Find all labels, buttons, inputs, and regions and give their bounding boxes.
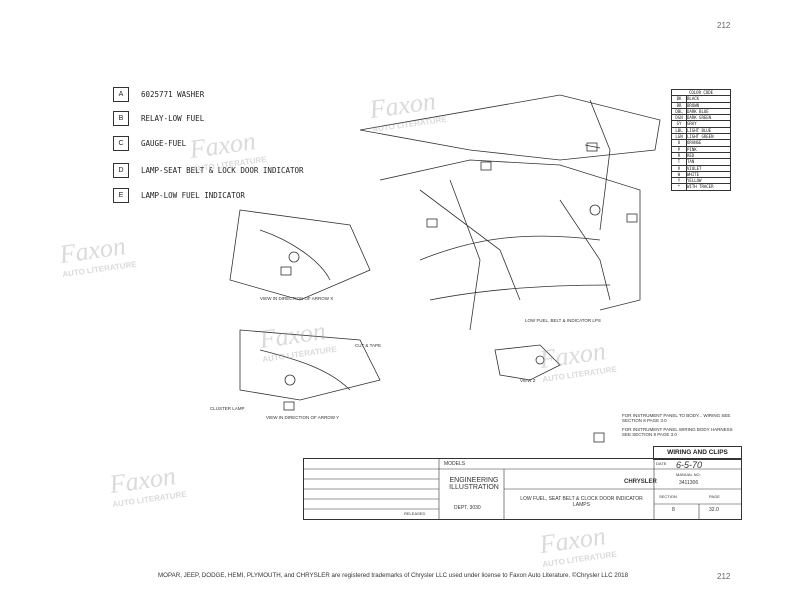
color-name: BROWN [687,102,700,108]
color-name: TAN [687,159,695,165]
legend-label: LAMP-SEAT BELT & LOCK DOOR INDICATOR [141,166,304,175]
section-label: SECTION [659,494,677,499]
engineering-illustration: ENGINEERING ILLUSTRATION [449,477,499,491]
color-name: DARK GREEN [687,115,712,121]
date: 6-5-70 [676,460,703,470]
dept: DEPT. 3030 [454,505,481,511]
color-name: BLACK [687,96,700,102]
color-name: DARK BLUE [687,108,709,114]
color-abbrev: DGN [672,115,687,121]
title-block-grid [304,459,741,519]
legend-key: A [113,87,129,102]
view-x-caption: VIEW IN DIRECTION OF ARROW X [260,296,334,301]
note-1: FOR INSTRUMENT PANEL TO BODY... WIRING S… [622,413,731,423]
color-abbrev: T [672,159,687,165]
trademark-footer: MOPAR, JEEP, DODGE, HEMI, PLYMOUTH, and … [158,572,629,579]
view-y-caption: VIEW IN DIRECTION OF ARROW Y [266,415,340,420]
color-name: VIOLET [687,165,702,171]
legend-key: C [113,136,129,151]
description: LOW FUEL, SEAT BELT & CLOCK DOOR INDICAT… [520,496,643,508]
color-abbrev: V [672,165,687,171]
color-code-title: COLOR CODE [688,90,714,95]
legend-label: 6025771 WASHER [141,90,205,99]
low-fuel-label: LOW FUEL, BELT & INDICATOR LPS [525,318,601,323]
section-number: 8 [672,507,675,513]
color-code-row: *WITH TRACER [672,183,730,190]
company-logo: CHRYSLER [624,479,657,485]
color-name: WITH TRACER [687,184,714,190]
color-name: LIGHT BLUE [687,127,712,133]
color-name: PINK [687,146,697,152]
date-label: DATE [656,461,667,466]
color-abbrev: LBL [672,127,687,134]
view-z-caption: VIEW Z [520,378,536,383]
note-2: FOR INSTRUMENT PANEL WIRING BODY HARNESS… [622,427,733,437]
color-abbrev: P [672,146,687,152]
color-name: ORANGE [687,140,702,146]
color-name: LIGHT GREEN [687,134,714,140]
title-block: MODELS ENGINEERING ILLUSTRATION DEPT. 30… [303,458,742,520]
legend-label: GAUGE-FUEL [141,139,187,148]
color-abbrev: LGN [672,134,687,140]
page-number-bottom: 212 [717,572,731,581]
released: RELEASED [404,511,426,516]
legend-label: RELAY-LOW FUEL [141,114,205,123]
legend-item: E LAMP-LOW FUEL INDICATOR [113,188,245,203]
cut-tape-label: CUT & TAPE [355,343,382,348]
legend-item: B RELAY-LOW FUEL [113,111,204,126]
color-name: YELLOW [687,178,702,184]
page-label: PAGE [709,494,720,499]
legend-key: E [113,188,129,203]
cluster-lamp-label: CLUSTER LAMP [210,406,245,411]
wiring-header: WIRING AND CLIPS [653,446,742,460]
color-abbrev: BK [672,96,687,102]
page-number: 32.0 [709,507,719,513]
models-label: MODELS [444,461,466,467]
page-number-top: 212 [717,21,731,30]
color-name: WHITE [687,171,700,177]
color-abbrev: DBL [672,108,687,115]
color-abbrev: * [672,184,687,190]
color-abbrev: BR [672,102,687,108]
color-abbrev: O [672,140,687,146]
legend-key: B [113,111,129,126]
legend-item: C GAUGE-FUEL [113,136,186,151]
color-abbrev: R [672,152,687,159]
manual-label: MANUAL NO. [676,472,701,477]
legend-item: A 6025771 WASHER [113,87,204,102]
color-abbrev: W [672,171,687,178]
color-name: GRAY [687,121,697,127]
legend-key: D [113,163,129,178]
manual-number: 3411306 [679,480,699,486]
color-abbrev: GY [672,121,687,127]
color-abbrev: Y [672,178,687,184]
legend-label: LAMP-LOW FUEL INDICATOR [141,191,245,200]
legend-item: D LAMP-SEAT BELT & LOCK DOOR INDICATOR [113,163,304,178]
color-name: RED [687,152,695,158]
